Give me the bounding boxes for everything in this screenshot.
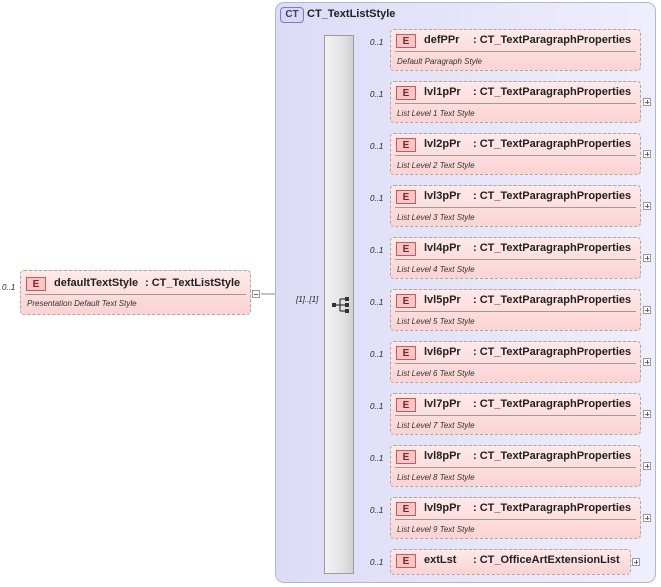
element-name: lvl2pPr	[424, 138, 461, 150]
element-type: : CT_TextParagraphProperties	[473, 86, 632, 98]
element-badge: E	[396, 450, 416, 464]
element-separator	[395, 155, 636, 156]
element-type: : CT_TextParagraphProperties	[473, 294, 632, 306]
element-documentation: List Level 2 Text Style	[397, 161, 475, 170]
element-name: extLst	[424, 554, 457, 566]
element-badge: E	[396, 554, 416, 568]
element-name: lvl1pPr	[424, 86, 461, 98]
expand-plus-icon[interactable]	[643, 98, 651, 106]
child-occurrence: 0..1	[370, 506, 384, 515]
element-type: : CT_TextParagraphProperties	[473, 190, 632, 202]
element-name: lvl7pPr	[424, 398, 461, 410]
element-type: : CT_TextParagraphProperties	[473, 34, 632, 46]
element-type: : CT_TextParagraphProperties	[473, 346, 632, 358]
element-documentation: List Level 8 Text Style	[397, 473, 475, 482]
element-documentation: List Level 1 Text Style	[397, 109, 475, 118]
element-name: lvl8pPr	[424, 450, 461, 462]
expand-plus-icon[interactable]	[643, 514, 651, 522]
element-documentation: List Level 3 Text Style	[397, 213, 475, 222]
child-occurrence: 0..1	[370, 246, 384, 255]
element-documentation: List Level 7 Text Style	[397, 421, 475, 430]
element-name: lvl6pPr	[424, 346, 461, 358]
element-separator	[395, 519, 636, 520]
element-name: defPPr	[424, 34, 460, 46]
element-type: : CT_TextListStyle	[145, 277, 241, 289]
element-name: defaultTextStyle	[54, 277, 139, 289]
sequence-icon	[332, 297, 349, 313]
element-name: lvl5pPr	[424, 294, 461, 306]
root-element-defaultTextStyle[interactable]: E defaultTextStyle : CT_TextListStyle Pr…	[20, 270, 251, 315]
child-occurrence: 0..1	[370, 142, 384, 151]
element-name: lvl3pPr	[424, 190, 461, 202]
element-badge: E	[396, 346, 416, 360]
element-documentation: List Level 5 Text Style	[397, 317, 475, 326]
element-badge: E	[396, 86, 416, 100]
element-type: : CT_TextParagraphProperties	[473, 502, 632, 514]
child-occurrence: 0..1	[370, 298, 384, 307]
element-separator	[395, 207, 636, 208]
element-badge: E	[396, 34, 416, 48]
element-badge: E	[26, 277, 46, 291]
expand-plus-icon[interactable]	[643, 306, 651, 314]
child-occurrence: 0..1	[370, 194, 384, 203]
element-separator	[395, 259, 636, 260]
sequence-occurrence: [1]..[1]	[296, 295, 319, 304]
expand-plus-icon[interactable]	[643, 410, 651, 418]
expand-plus-icon[interactable]	[643, 462, 651, 470]
element-badge: E	[396, 294, 416, 308]
element-type: : CT_TextParagraphProperties	[473, 138, 632, 150]
element-type: : CT_TextParagraphProperties	[473, 450, 632, 462]
element-badge: E	[396, 398, 416, 412]
element-separator	[25, 294, 246, 295]
root-occurrence: 0..1	[2, 283, 16, 292]
element-badge: E	[396, 138, 416, 152]
expand-plus-icon[interactable]	[643, 358, 651, 366]
child-occurrence: 0..1	[370, 558, 384, 567]
child-occurrence: 0..1	[370, 402, 384, 411]
element-separator	[395, 103, 636, 104]
child-occurrence: 0..1	[370, 38, 384, 47]
element-badge: E	[396, 242, 416, 256]
element-documentation: Default Paragraph Style	[397, 57, 482, 66]
expand-plus-icon[interactable]	[643, 202, 651, 210]
element-badge: E	[396, 502, 416, 516]
element-documentation: Presentation Default Text Style	[27, 299, 137, 308]
element-separator	[395, 311, 636, 312]
expand-plus-icon[interactable]	[643, 254, 651, 262]
child-occurrence: 0..1	[370, 454, 384, 463]
complex-type-badge: CT	[280, 7, 304, 23]
element-type: : CT_OfficeArtExtensionList	[473, 554, 620, 566]
complex-type-name: CT_TextListStyle	[307, 8, 396, 20]
element-name: lvl4pPr	[424, 242, 461, 254]
element-type: : CT_TextParagraphProperties	[473, 242, 632, 254]
element-type: : CT_TextParagraphProperties	[473, 398, 632, 410]
element-separator	[395, 467, 636, 468]
collapse-expander-icon[interactable]	[252, 290, 260, 298]
child-occurrence: 0..1	[370, 350, 384, 359]
element-separator	[395, 415, 636, 416]
element-documentation: List Level 6 Text Style	[397, 369, 475, 378]
element-separator	[395, 363, 636, 364]
element-documentation: List Level 4 Text Style	[397, 265, 475, 274]
element-documentation: List Level 9 Text Style	[397, 525, 475, 534]
element-badge: E	[396, 190, 416, 204]
element-separator	[395, 51, 636, 52]
child-occurrence: 0..1	[370, 90, 384, 99]
element-name: lvl9pPr	[424, 502, 461, 514]
expand-plus-icon[interactable]	[643, 150, 651, 158]
expand-plus-icon[interactable]	[632, 558, 640, 566]
